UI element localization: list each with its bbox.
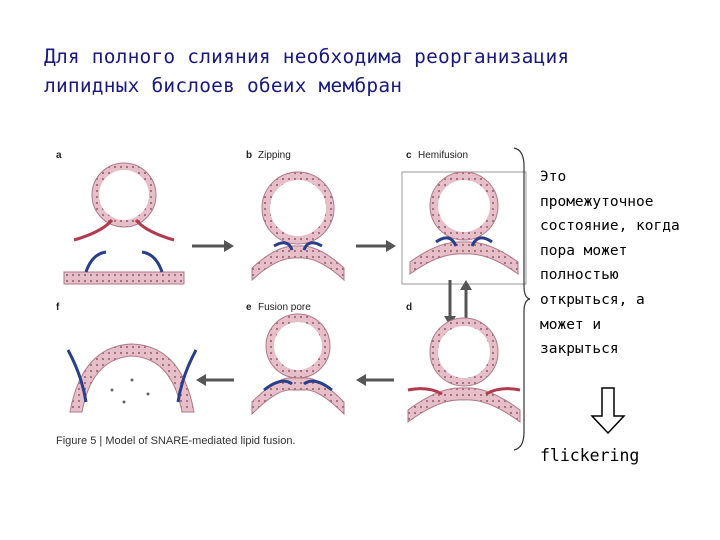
panel-a-letter: a — [56, 150, 62, 161]
figure-caption-text: Model of SNARE-mediated lipid fusion. — [105, 435, 295, 447]
panel-c-letter: c — [406, 150, 412, 161]
side-note-line-8: закрыться — [540, 341, 619, 358]
slide-title: Для полного слияния необходима реорганиз… — [44, 42, 684, 100]
snare-fusion-figure: a b Zipping c Hemifusion — [56, 150, 527, 447]
panel-e-name: Fusion pore — [258, 302, 311, 313]
panel-d-letter: d — [406, 302, 412, 313]
side-note-line-7: может и — [540, 316, 602, 333]
slide-title-line-2: липидных бислоев обеих мембран — [44, 74, 403, 97]
side-note: Это промежуточное состояние, когда пора … — [540, 165, 720, 362]
down-arrow-icon — [590, 387, 626, 435]
figure-caption: Figure 5 | Model of SNARE-mediated lipid… — [56, 435, 296, 447]
panel-c: c Hemifusion — [401, 150, 527, 285]
panel-b: b Zipping — [246, 150, 345, 282]
right-brace-icon — [513, 147, 531, 451]
side-note-line-2: промежуточное — [540, 193, 654, 210]
flickering-label: flickering — [540, 446, 640, 465]
panel-c-name: Hemifusion — [418, 150, 468, 161]
panel-e: e Fusion pore — [246, 302, 345, 416]
panel-a: a — [56, 150, 185, 285]
panel-d: d — [406, 302, 521, 423]
side-note-line-6: открыться, а — [540, 291, 645, 308]
panel-b-name: Zipping — [258, 150, 291, 161]
panel-f: f — [56, 302, 198, 413]
figure-caption-number: Figure 5 — [56, 435, 96, 447]
panel-e-letter: e — [246, 302, 252, 313]
side-note-line-5: полностью — [540, 267, 619, 284]
side-note-line-3: состояние, когда — [540, 218, 680, 235]
slide-title-line-1: Для полного слияния необходима реорганиз… — [44, 45, 570, 68]
side-note-line-1: Это — [540, 169, 567, 185]
panel-b-letter: b — [246, 150, 252, 161]
panel-f-letter: f — [56, 302, 60, 313]
side-note-line-4: пора может — [540, 242, 628, 259]
